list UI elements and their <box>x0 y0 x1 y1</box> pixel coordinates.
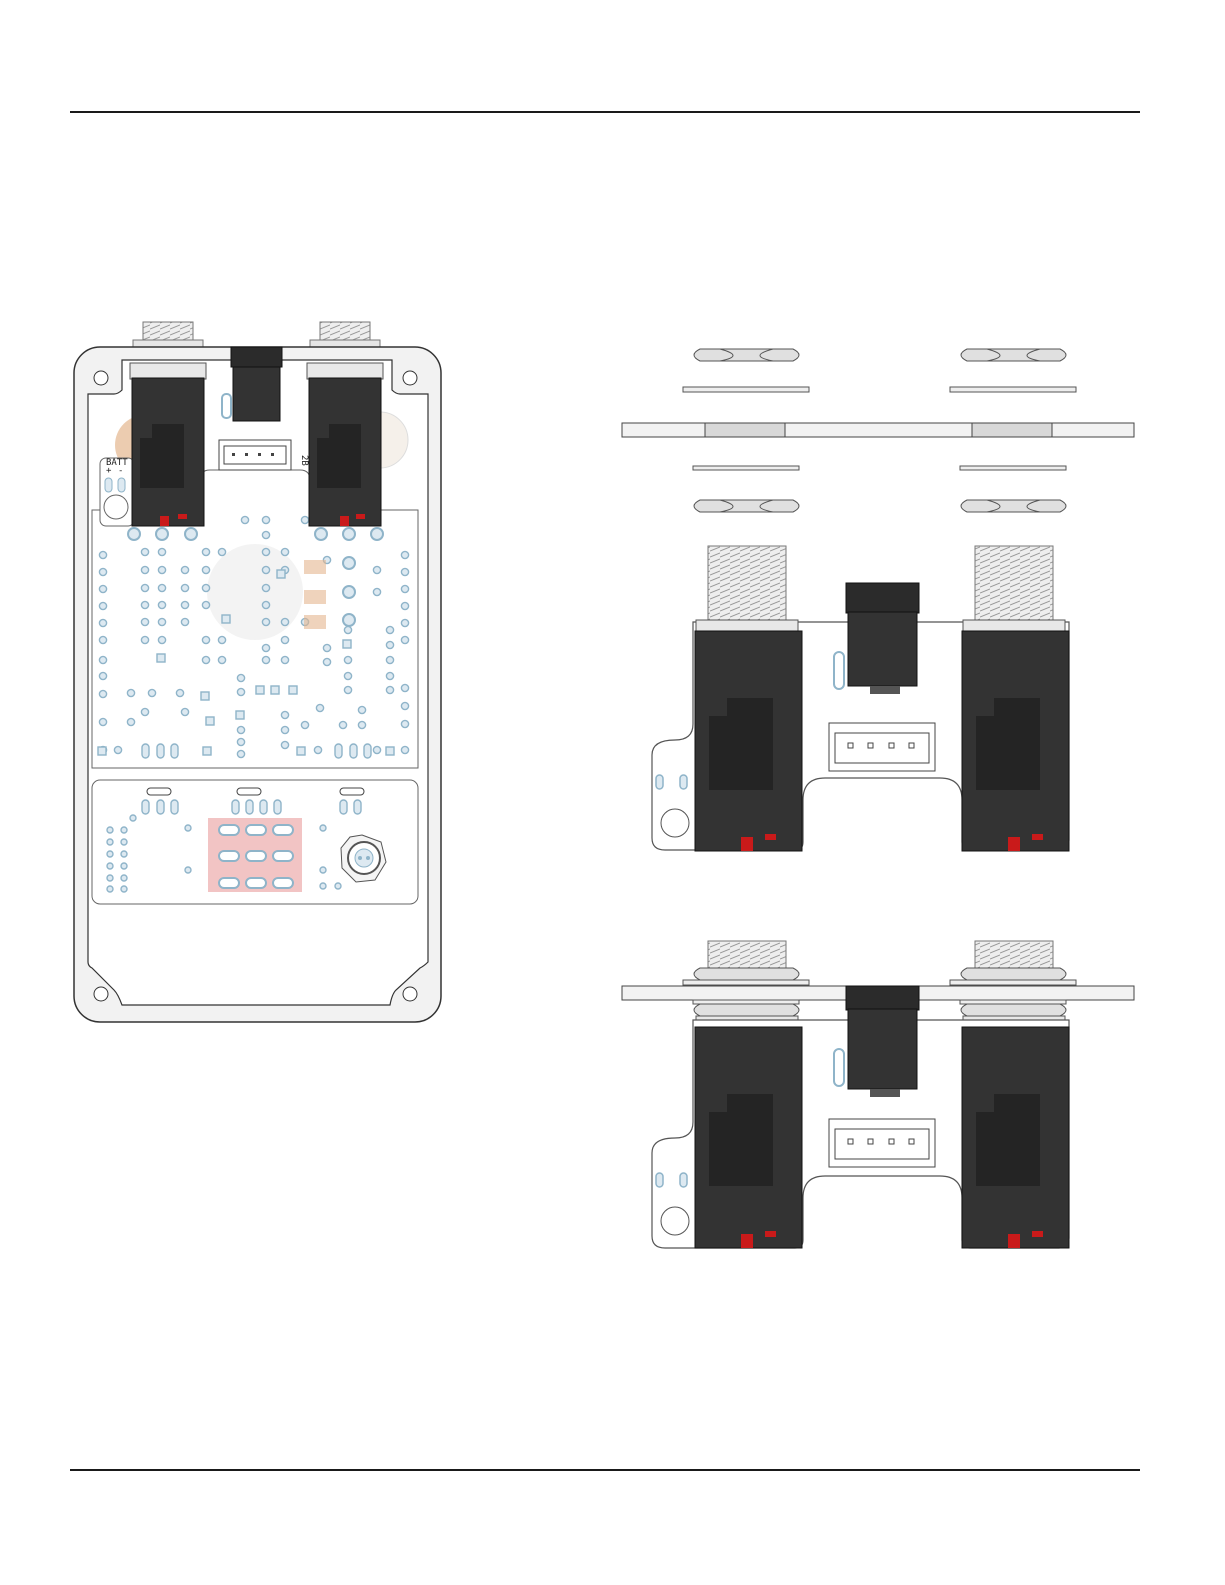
jack-icon <box>695 1027 802 1248</box>
jack-assembly-exploded <box>622 349 1134 851</box>
battery-minus-label: - <box>118 466 123 476</box>
connector-icon <box>829 1119 935 1167</box>
jack-icon <box>307 363 383 526</box>
connector-icon <box>829 723 935 771</box>
jack-assembly-installed <box>622 941 1134 1248</box>
jack-icon <box>695 631 802 851</box>
battery-plus-label: + <box>106 466 112 476</box>
jack-icon <box>962 631 1069 851</box>
jack-icon <box>130 363 206 526</box>
jack-icon <box>962 1027 1069 1248</box>
connector-label: 2B <box>299 455 309 466</box>
enclosure-diagram: BATT + - <box>74 322 441 1022</box>
